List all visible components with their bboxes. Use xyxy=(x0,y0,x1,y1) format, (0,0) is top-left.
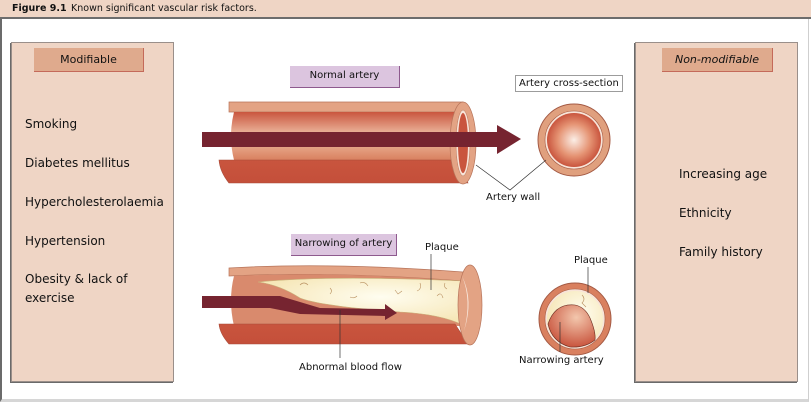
modifiable-heading: Modifiable xyxy=(34,48,144,72)
risk-factor-item: Diabetes mellitus xyxy=(25,156,130,170)
blood-flow-arrow xyxy=(202,125,521,154)
plaque-label: Plaque xyxy=(425,242,459,253)
normal-artery-label: Normal artery xyxy=(290,66,400,88)
risk-factor-item: Increasing age xyxy=(679,167,768,181)
abnormal-flow-label: Abnormal blood flow xyxy=(299,362,402,373)
figure-caption: Figure 9.1 Known significant vascular ri… xyxy=(0,0,811,19)
narrowed-artery-tube xyxy=(218,264,483,346)
risk-factor-item: Family history xyxy=(679,245,763,259)
non-modifiable-heading: Non-modifiable xyxy=(662,48,773,72)
abnormal-blood-flow-arrow xyxy=(202,296,397,320)
figure-number: Figure 9.1 xyxy=(12,3,67,14)
non-modifiable-panel: Non-modifiable Increasing age Ethnicity … xyxy=(635,42,798,382)
artery-wall-pointer xyxy=(475,159,547,191)
modifiable-panel: Modifiable Smoking Diabetes mellitus Hyp… xyxy=(11,42,174,382)
figure-title: Known significant vascular risk factors. xyxy=(71,3,257,14)
narrowing-label: Narrowing of artery xyxy=(291,234,397,256)
risk-factor-item: Smoking xyxy=(25,117,78,131)
plaque-cross-label: Plaque xyxy=(574,255,608,266)
narrowing-artery-label: Narrowing artery xyxy=(519,355,604,366)
risk-factor-item-continued: exercise xyxy=(25,291,75,305)
risk-factor-item: Ethnicity xyxy=(679,206,732,220)
cross-section-label: Artery cross-section xyxy=(515,75,623,92)
risk-factor-item: Obesity & lack of xyxy=(25,272,128,286)
narrowed-cross-section xyxy=(538,282,612,356)
risk-factor-item: Hypertension xyxy=(25,234,106,248)
normal-cross-section xyxy=(537,103,611,177)
artery-wall-label: Artery wall xyxy=(486,192,541,203)
risk-factor-item: Hypercholesterolaemia xyxy=(25,195,164,209)
